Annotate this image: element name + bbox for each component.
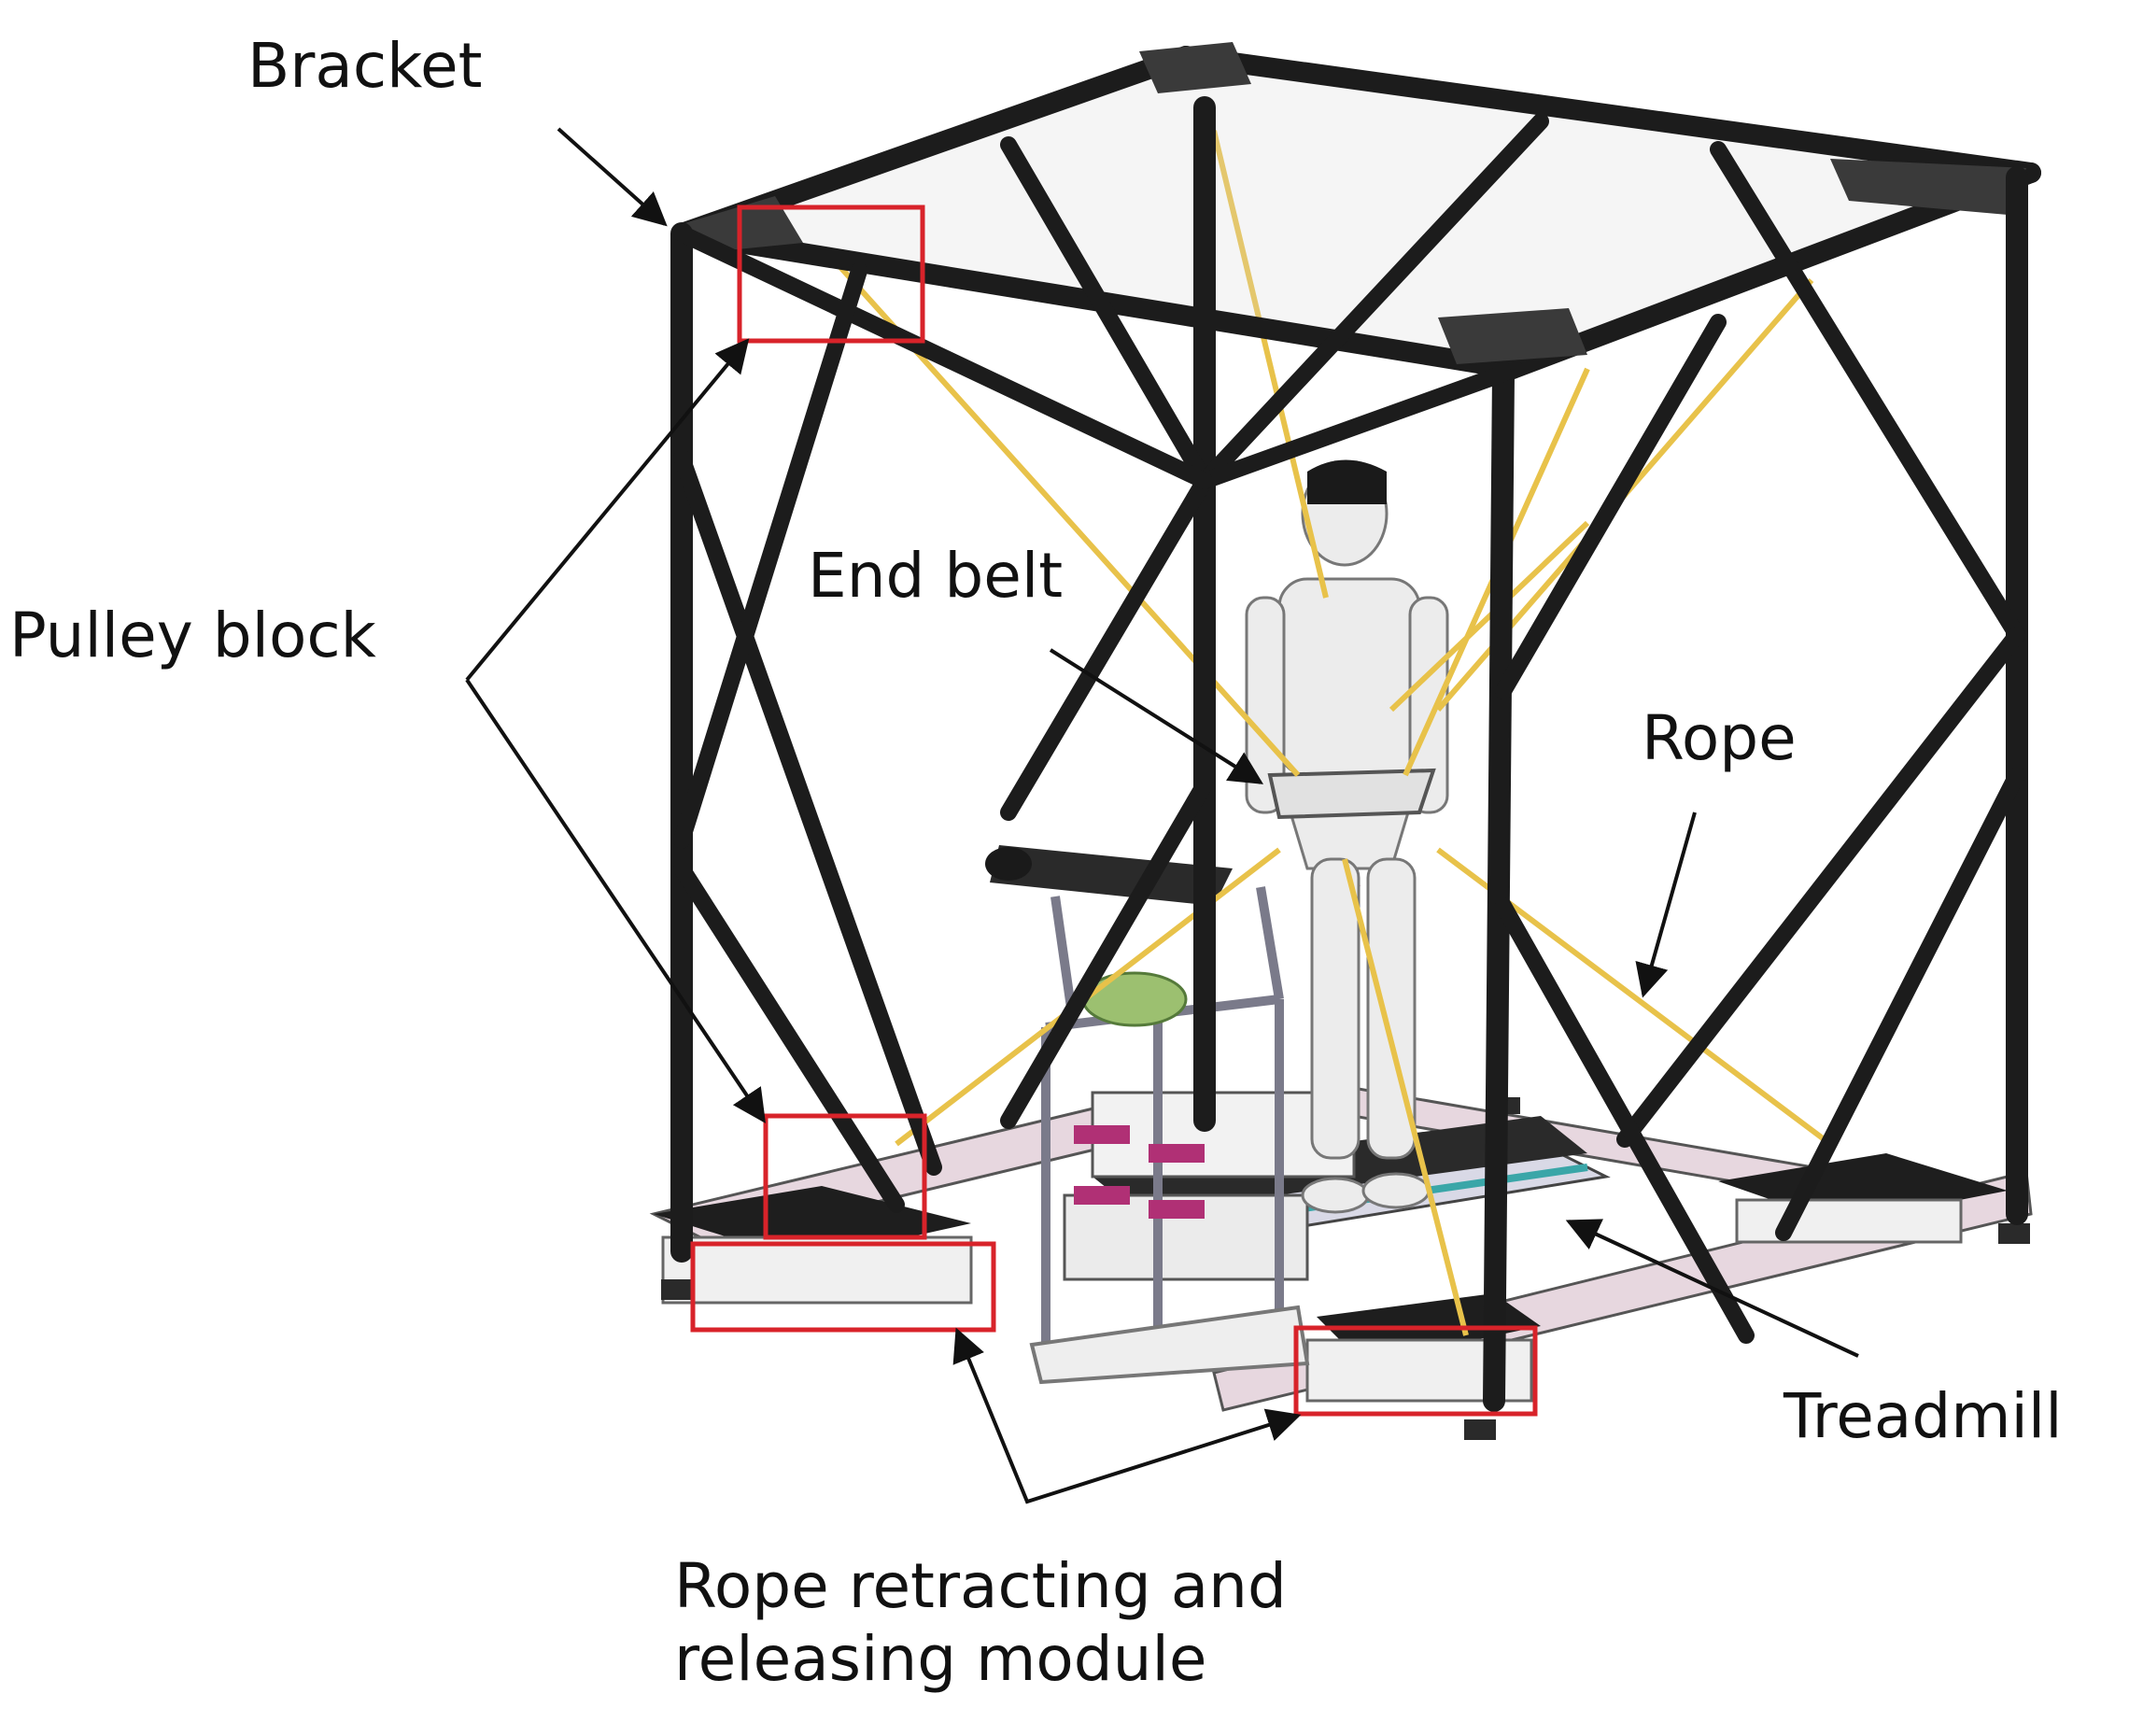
pulley-highlight-top (737, 205, 925, 344)
bracket-label: Bracket (247, 30, 483, 102)
rope-module-label-line1: Rope retracting and (674, 1550, 1287, 1622)
handle-bar (985, 845, 1233, 906)
rope-module-label-line2: releasing module (674, 1622, 1207, 1695)
treadmill-leader (1565, 1219, 1859, 1358)
bracket-top (671, 42, 2041, 379)
pulley-highlight-bottom (763, 1113, 927, 1240)
rope-leader (1635, 812, 1697, 998)
pulley-leader-bottom (465, 678, 767, 1123)
module-highlight-left (690, 1241, 996, 1333)
rope-module-label: Rope retracting and releasing module (674, 1550, 1287, 1696)
bracket-posts (670, 96, 2028, 1412)
end-belt (1267, 768, 1436, 820)
leader-lines (465, 127, 1859, 1504)
end-belt-label: End belt (808, 540, 1064, 612)
treadmill-label: Treadmill (1784, 1380, 2063, 1452)
bracket-leader (557, 127, 668, 227)
pulley-block-label: Pulley block (9, 600, 376, 671)
rope-label: Rope (1642, 702, 1797, 774)
end-belt-leader (1049, 648, 1264, 784)
pulley-leader-top (465, 338, 750, 682)
module-leader (952, 1327, 1302, 1504)
cross-braces (673, 113, 2025, 1344)
